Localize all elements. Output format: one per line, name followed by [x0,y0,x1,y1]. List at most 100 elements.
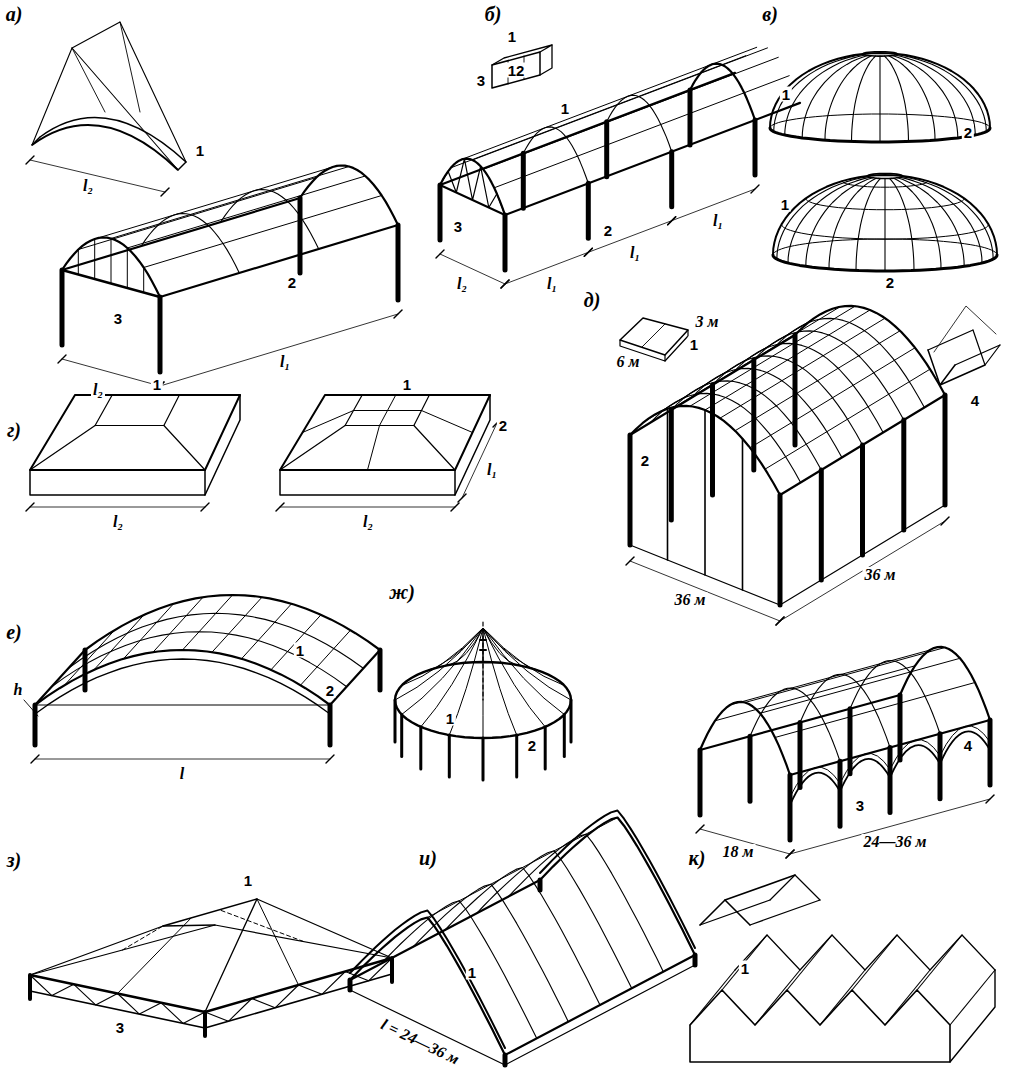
shell-line [505,103,800,215]
mast [482,622,483,700]
dimension-tick [941,517,949,525]
panel-letter: е) [4,622,24,642]
column [570,700,573,742]
column [60,270,65,345]
column [28,975,32,999]
callout-number: 1 [688,337,700,352]
shell-line [205,899,392,1012]
shell-line [755,970,800,1025]
callout-number: 2 [286,275,298,290]
shell-line [62,198,300,270]
wall [280,470,455,495]
callout-number: 2 [884,275,896,290]
panel-letter: к) [687,848,708,868]
shell-thickness [35,659,330,714]
column [788,775,793,840]
wall [455,395,490,495]
column [515,735,518,777]
membrane-line [402,628,483,715]
dimension-tick [326,755,334,763]
lifting-sling [32,48,178,170]
shell-line [725,875,795,900]
dimension-tick [276,503,284,511]
dome-ring [842,181,928,187]
dimension-tick [26,156,34,164]
shell-line [955,345,1000,365]
column [400,715,403,757]
callout-number: 1 [559,101,571,116]
shell-line [665,330,688,361]
column [538,880,543,890]
shell-line [127,176,365,248]
dimension-tick [986,795,994,803]
dimension-label: l₁ [545,276,559,292]
dimension-tick [451,503,459,511]
shell-line [787,935,832,990]
column [438,185,443,240]
diaphragm-strut [111,239,112,284]
callout-number: 1 [739,961,751,976]
column [860,445,865,555]
column [901,420,906,530]
callout-number: 1 [401,377,413,392]
membrane-line [483,628,564,686]
column [203,1012,207,1036]
arch-truss [890,745,940,777]
column [448,735,451,777]
shell-line [120,22,140,112]
column [563,715,566,757]
dimension-label: l₂ [111,514,125,530]
callout-number: 1 [194,143,206,158]
base-line [630,505,945,605]
membrane-line [483,628,545,727]
shell-line [428,818,618,918]
column [688,90,693,145]
shell-arch [68,613,363,668]
diaphragm-strut [94,239,95,279]
shell-line [917,935,962,990]
shell-line [760,658,960,713]
callout-number: 1 [506,29,518,44]
shell-line [354,410,422,411]
panel-letter: а) [4,4,25,24]
column [938,734,943,799]
shell-line [257,899,299,985]
shell-arch [754,331,904,420]
truss-chord [440,185,505,215]
shell-line [494,76,789,188]
shell-line [745,648,945,703]
wall-post [742,439,744,590]
base-line [350,965,695,1065]
shell-line [750,900,820,925]
dimension-label: 24—36 м [862,834,929,850]
dimension-tick [776,617,784,625]
shell-arch [690,64,755,120]
callout-number: 2 [497,418,509,433]
shell-line [280,426,345,471]
column [604,122,609,177]
shell-line [219,910,303,942]
dimension-label: 6 м [615,354,642,370]
dome-rib [777,177,868,260]
shell-element [40,117,186,162]
column [349,980,352,990]
shell-arch [523,127,588,183]
shell-line [65,630,115,685]
column [943,395,948,505]
shell-line [72,48,105,112]
dome-rib [892,56,958,138]
callout-number: 3 [452,219,464,234]
dome-ring [806,198,964,209]
shell-element [32,125,178,170]
wall [30,470,205,495]
end-frame [540,811,695,949]
callout-number: 3 [112,311,124,326]
callout-number: 3 [475,73,487,88]
column [586,183,591,238]
ridge [163,899,257,926]
dome-rib [890,178,915,270]
membrane-line [483,628,571,700]
shell-line [414,426,455,471]
callout-number: 1 [294,643,306,658]
shell-line [303,411,354,433]
